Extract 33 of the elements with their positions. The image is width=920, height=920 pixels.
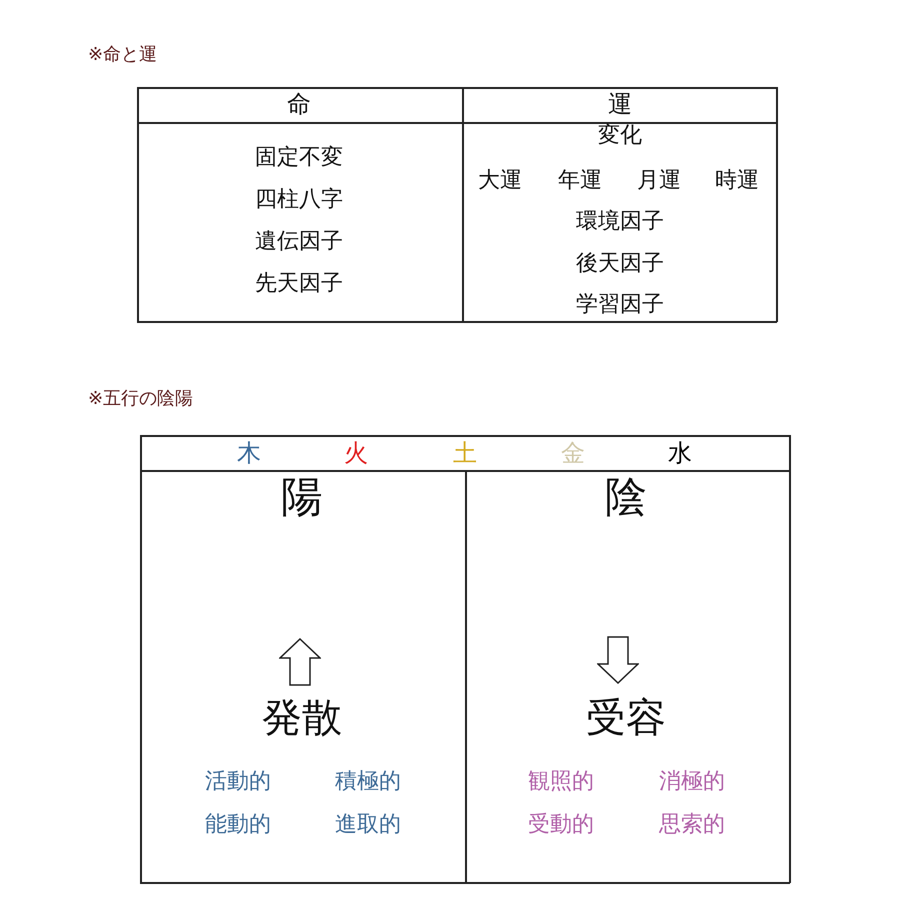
- trait-text: 活動的: [205, 770, 271, 794]
- table-text: 固定不変: [255, 146, 343, 170]
- table-text: 年運: [558, 168, 602, 194]
- table-text: 変化: [598, 124, 642, 148]
- trait-text: 進取的: [335, 812, 401, 838]
- section-heading: ※命と運: [88, 45, 158, 65]
- element-label: 土: [453, 440, 477, 466]
- trait-text: 受動的: [528, 812, 594, 838]
- trait-text: 積極的: [335, 770, 401, 794]
- element-label: 火: [344, 440, 368, 466]
- trait-text: 能動的: [205, 812, 271, 838]
- keyword: 受容: [586, 696, 666, 740]
- table-text: 月運: [637, 168, 681, 194]
- trait-text: 消極的: [659, 770, 725, 794]
- column-header: 陰: [605, 474, 647, 520]
- element-label: 金: [561, 440, 585, 466]
- column-header: 陽: [281, 474, 323, 520]
- element-label: 木: [237, 440, 261, 466]
- table-text: 四柱八字: [255, 188, 343, 212]
- trait-text: 観照的: [528, 770, 594, 794]
- keyword: 発散: [262, 696, 342, 740]
- element-label: 水: [668, 440, 692, 466]
- column-header: 命: [287, 90, 311, 118]
- table-text: 学習因子: [576, 292, 664, 318]
- table-text: 遺伝因子: [255, 230, 343, 254]
- table-text: 大運: [478, 168, 522, 194]
- column-header: 運: [608, 90, 632, 118]
- table-text: 環境因子: [576, 210, 664, 234]
- table-text: 先天因子: [255, 272, 343, 296]
- trait-text: 思索的: [659, 812, 725, 838]
- section-heading: ※五行の陰陽: [88, 389, 194, 409]
- table-text: 後天因子: [576, 252, 664, 276]
- table-text: 時運: [715, 168, 759, 194]
